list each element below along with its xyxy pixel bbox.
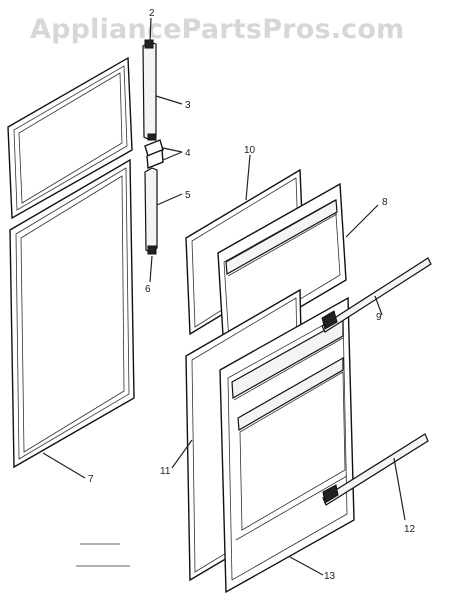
callout-13: 13 — [324, 571, 336, 582]
callout-5: 5 — [185, 190, 191, 201]
hinge-bracket — [144, 139, 164, 170]
callout-3: 3 — [185, 100, 191, 111]
lower-shelf-bar — [322, 433, 429, 506]
callout-2: 2 — [149, 8, 155, 19]
lower-handle — [144, 167, 158, 255]
callout-9: 9 — [376, 312, 382, 323]
callout-6: 6 — [145, 284, 151, 295]
lower-door-liner — [219, 296, 355, 594]
upper-door-liner — [217, 182, 347, 354]
callout-10: 10 — [244, 145, 256, 156]
callout-12: 12 — [404, 524, 416, 535]
upper-door-gasket — [7, 56, 133, 220]
lower-door-gasket — [9, 158, 135, 469]
callout-4: 4 — [185, 148, 191, 159]
upper-shelf-bar — [321, 257, 432, 333]
callout-7: 7 — [88, 474, 94, 485]
watermark-logo: AppliancePartsPros.com — [30, 14, 405, 45]
callout-8: 8 — [382, 197, 388, 208]
upper-handle — [142, 39, 157, 141]
scan-marks — [76, 543, 130, 567]
callout-11: 11 — [160, 466, 171, 477]
leader-lines — [42, 17, 406, 576]
